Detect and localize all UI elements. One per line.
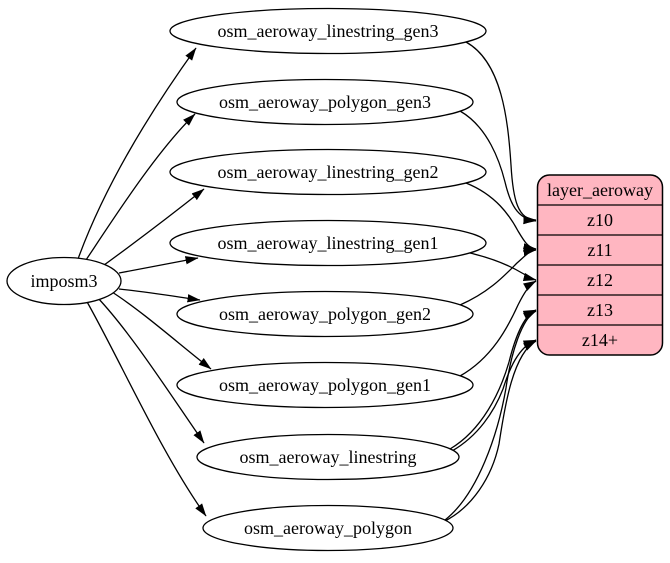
edge-linestring-gen3-to-z10 [465, 41, 537, 225]
edge-linestring-gen1-to-z12 [469, 252, 537, 282]
polygon-gen2-label: osm_aeroway_polygon_gen2 [219, 304, 431, 324]
polygon-label: osm_aeroway_polygon [244, 518, 412, 538]
edge-linestring-to-z14 [451, 339, 537, 452]
layer-aeroway-header: layer_aeroway [547, 180, 653, 200]
node-imposm3: imposm3 [6, 256, 122, 306]
node-osm-aeroway-linestring: osm_aeroway_linestring [196, 433, 460, 481]
imposm3-ellipse [6, 256, 122, 306]
edges-tables-to-layer [442, 41, 537, 523]
node-osm-aeroway-polygon-gen3: osm_aeroway_polygon_gen3 [176, 78, 474, 126]
edge-imposm3-to-polygon-gen2 [118, 288, 201, 303]
edge-imposm3-to-linestring-gen3 [77, 47, 197, 260]
polygon-gen1-label: osm_aeroway_polygon_gen1 [219, 375, 431, 395]
polygon-ellipse [202, 504, 454, 552]
edge-imposm3-to-polygon-gen3 [83, 113, 196, 264]
edge-polygon-gen3-to-z10 [459, 110, 537, 224]
edge-linestring-to-z13 [449, 309, 537, 450]
linestring-gen3-ellipse [169, 7, 487, 55]
edge-polygon-to-z13 [444, 310, 537, 521]
edge-polygon-gen2-to-z11 [459, 247, 537, 306]
node-osm-aeroway-polygon-gen2: osm_aeroway_polygon_gen2 [176, 290, 474, 338]
edge-imposm3-to-polygon-gen1 [111, 291, 212, 370]
edge-imposm3-to-linestring-gen2 [99, 188, 205, 269]
linestring-ellipse [196, 433, 460, 481]
edge-imposm3-to-linestring [96, 296, 205, 444]
layer-row-z14: z14+ [582, 330, 618, 350]
linestring-gen3-label: osm_aeroway_linestring_gen3 [218, 21, 439, 41]
edge-imposm3-to-polygon [85, 299, 207, 517]
polygon-gen3-label: osm_aeroway_polygon_gen3 [219, 92, 431, 112]
edge-polygon-gen1-to-z12 [459, 280, 537, 377]
layer-row-z10: z10 [587, 210, 613, 230]
layer-row-z11: z11 [587, 240, 612, 260]
node-osm-aeroway-linestring-gen2: osm_aeroway_linestring_gen2 [169, 148, 487, 196]
edge-polygon-to-z14 [442, 340, 537, 523]
node-osm-aeroway-polygon: osm_aeroway_polygon [202, 504, 454, 552]
linestring-gen2-ellipse [169, 148, 487, 196]
polygon-gen2-ellipse [176, 290, 474, 338]
polygon-gen3-ellipse [176, 78, 474, 126]
linestring-label: osm_aeroway_linestring [240, 447, 417, 467]
linestring-gen2-label: osm_aeroway_linestring_gen2 [218, 162, 439, 182]
node-osm-aeroway-linestring-gen1: osm_aeroway_linestring_gen1 [169, 219, 487, 267]
linestring-gen1-ellipse [169, 219, 487, 267]
imposm3-label: imposm3 [30, 271, 97, 291]
layer-row-z12: z12 [587, 270, 613, 290]
edges-source-to-tables [77, 47, 212, 517]
node-osm-aeroway-linestring-gen3: osm_aeroway_linestring_gen3 [169, 7, 487, 55]
edge-linestring-gen2-to-z11 [465, 182, 537, 252]
node-osm-aeroway-polygon-gen1: osm_aeroway_polygon_gen1 [176, 361, 474, 409]
edge-imposm3-to-linestring-gen1 [118, 256, 199, 274]
layer-row-z13: z13 [587, 300, 613, 320]
node-layer-aeroway: layer_aeroway z10 z11 z12 z13 z14+ [536, 174, 664, 356]
linestring-gen1-label: osm_aeroway_linestring_gen1 [218, 233, 439, 253]
polygon-gen1-ellipse [176, 361, 474, 409]
